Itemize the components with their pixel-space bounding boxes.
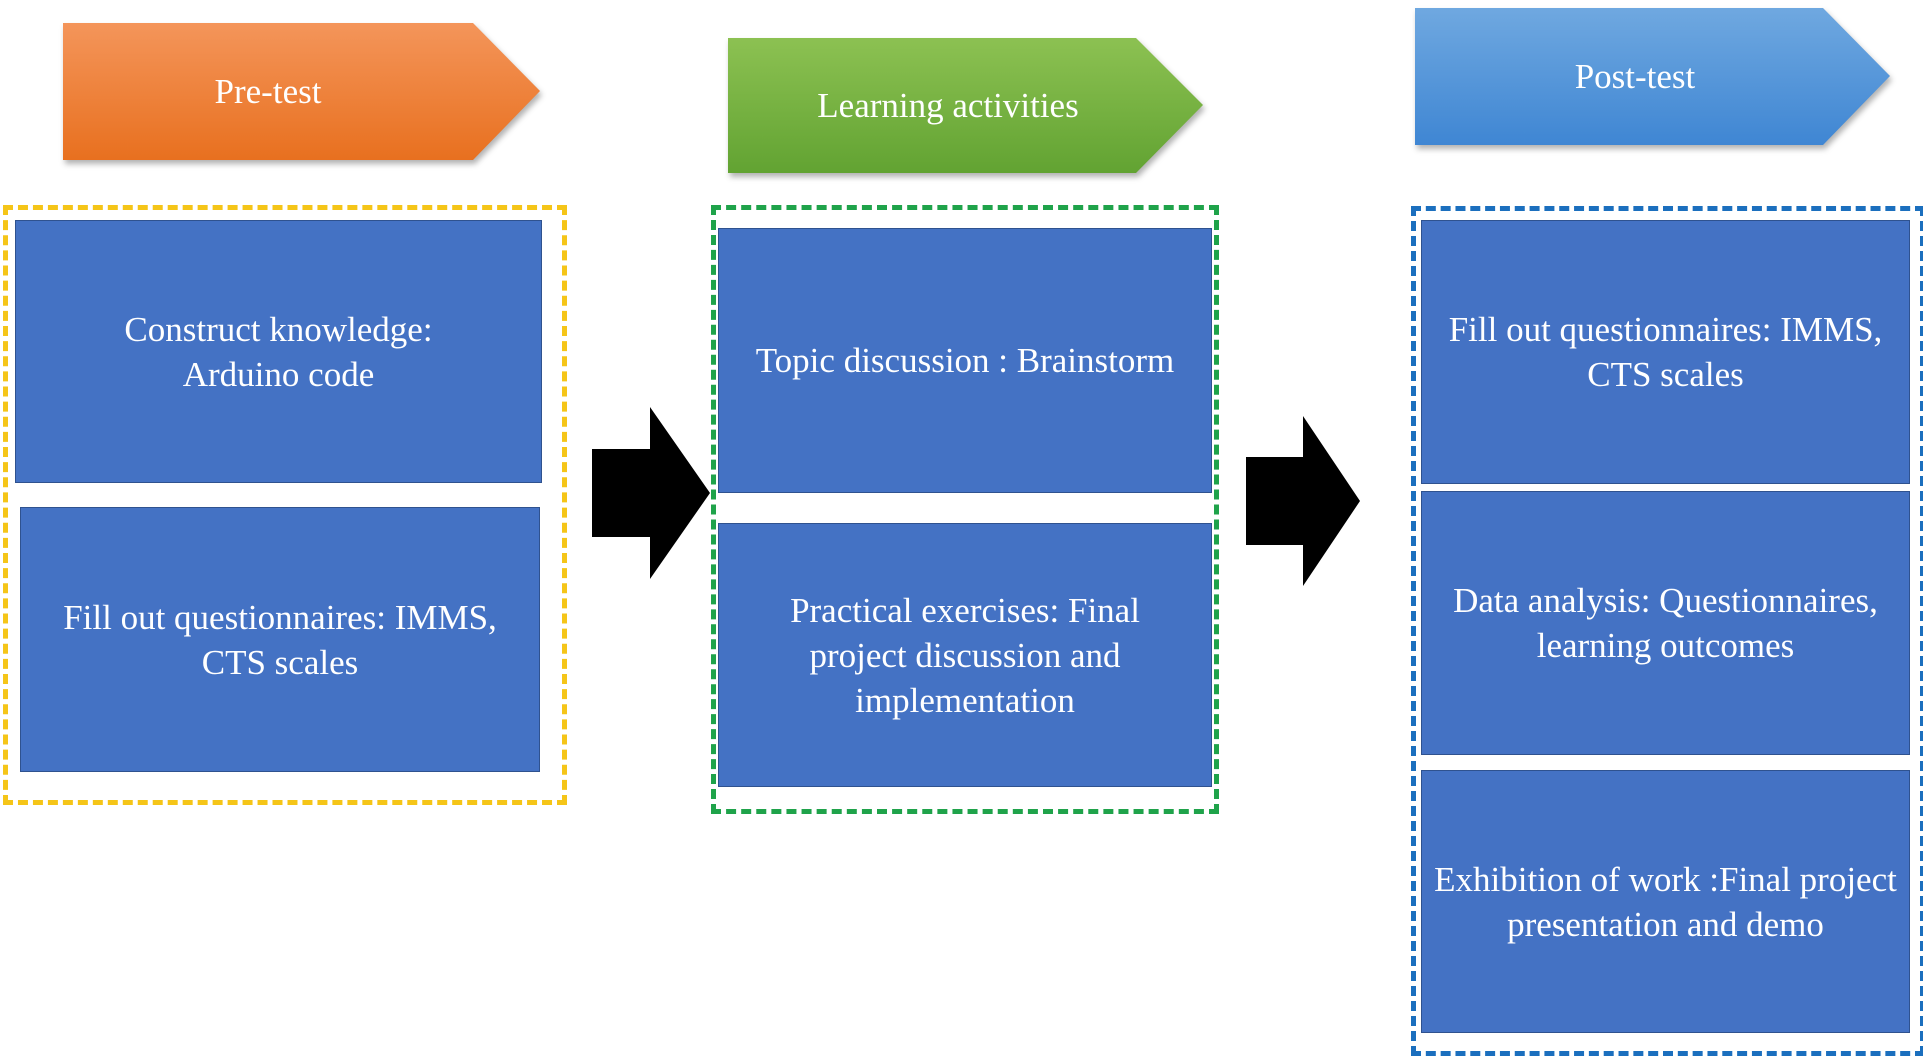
chevron-shape <box>728 38 1203 173</box>
arrow-right-icon <box>1246 416 1360 586</box>
pre-test-box-questionnaires: Fill out questionnaires: IMMS, CTS scale… <box>20 507 540 772</box>
box-text: Fill out questionnaires: IMMS, CTS scale… <box>63 597 497 682</box>
learning-box-topic-discussion: Topic discussion : Brainstorm <box>718 228 1212 493</box>
post-test-box-exhibition: Exhibition of work :Final project presen… <box>1421 770 1910 1033</box>
post-test-group-frame <box>1411 206 1923 1056</box>
stage-header-pre-test: Pre-test <box>63 23 540 160</box>
box-text: Topic discussion : Brainstorm <box>755 341 1175 380</box>
pre-test-group-frame <box>3 205 567 805</box>
pre-test-box-construct-knowledge: Construct knowledge: Arduino code <box>15 220 542 483</box>
post-test-box-data-analysis: Data analysis: Questionnaires, learning … <box>1421 491 1910 755</box>
stage-header-learning-activities: Learning activities <box>728 38 1203 173</box>
chevron-shape <box>63 23 540 160</box>
box-text: Fill out questionnaires: IMMS, CTS scale… <box>1448 310 1883 394</box>
box-text: Exhibition of work :Final project presen… <box>1434 859 1897 944</box>
chevron-shape <box>1415 8 1890 145</box>
box-text: Practical exercises: Final project discu… <box>790 590 1140 720</box>
stage-title-learning-activities: Learning activities <box>817 85 1079 125</box>
stage-title-pre-test: Pre-test <box>214 71 322 111</box>
box-text: Construct knowledge: Arduino code <box>124 309 433 394</box>
learning-activities-group-frame <box>711 205 1219 814</box>
arrow-right-icon <box>592 407 710 579</box>
stage-title-post-test: Post-test <box>1574 56 1696 96</box>
box-text: Data analysis: Questionnaires, learning … <box>1453 581 1878 665</box>
post-test-box-questionnaires: Fill out questionnaires: IMMS, CTS scale… <box>1421 220 1910 484</box>
stage-header-post-test: Post-test <box>1415 8 1890 145</box>
learning-box-practical-exercises: Practical exercises: Final project discu… <box>718 523 1212 787</box>
